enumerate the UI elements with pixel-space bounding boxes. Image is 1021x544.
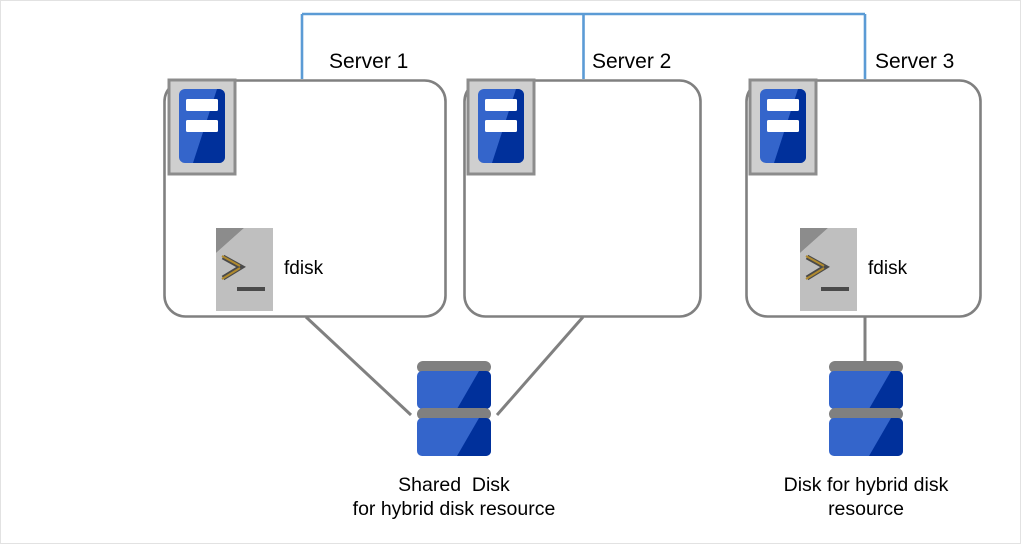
server-3-label: Server 3 xyxy=(875,50,955,73)
server-1-label: Server 1 xyxy=(329,50,409,73)
disk-connector-lines xyxy=(304,315,867,417)
network-interconnect xyxy=(300,12,867,79)
fdisk-terminal-icon xyxy=(800,228,857,311)
server-2-label: Server 2 xyxy=(592,50,672,73)
disk-stack-icon xyxy=(829,361,903,456)
hybrid-disk-caption-line2: resource xyxy=(828,498,904,520)
server-icon xyxy=(748,78,818,176)
hybrid-disk-caption-line1: Disk for hybrid disk xyxy=(783,474,949,496)
server-icon xyxy=(167,78,237,176)
shared-disk-caption-line1: Shared Disk xyxy=(398,474,510,496)
server-icon xyxy=(466,78,536,176)
shared-disk-caption-line2: for hybrid disk resource xyxy=(352,498,556,520)
fdisk-label-server-1: fdisk xyxy=(284,258,324,279)
fdisk-terminal-icon xyxy=(216,228,273,311)
fdisk-label-server-3: fdisk xyxy=(868,258,908,279)
disk-stack-icon xyxy=(417,361,491,456)
